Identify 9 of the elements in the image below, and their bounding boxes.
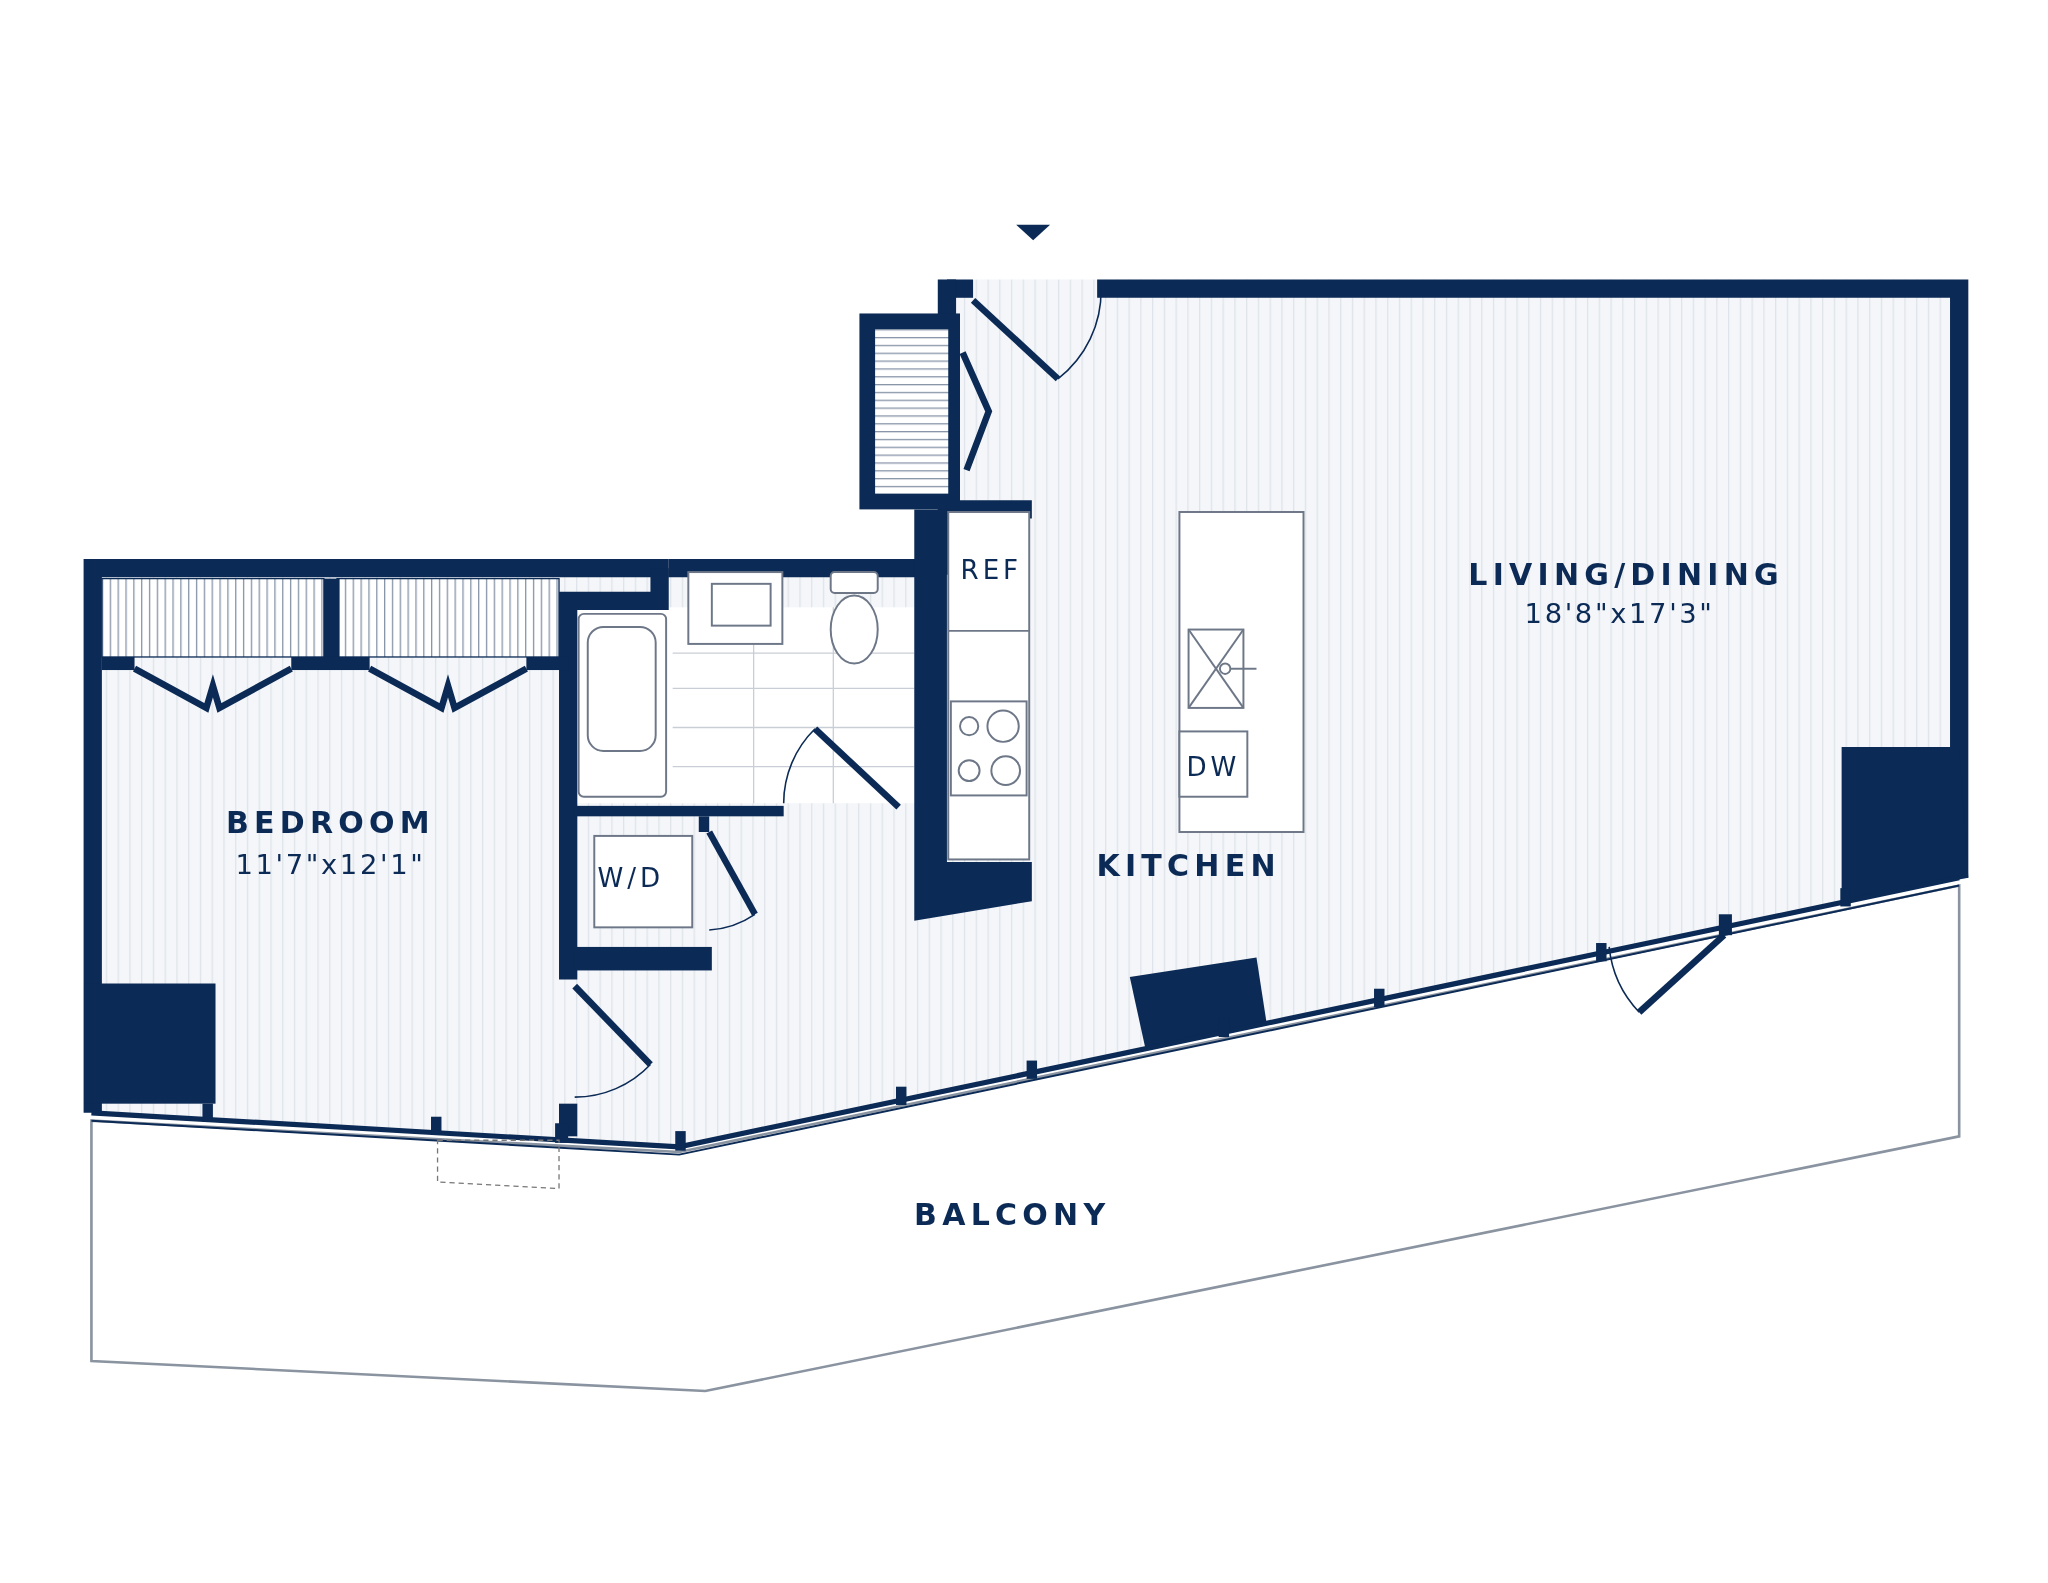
room-label: LIVING/DINING [1468, 557, 1784, 592]
room-label: KITCHEN [1096, 849, 1281, 883]
appliance-label: REF [960, 553, 1023, 586]
room-label: BEDROOM [225, 805, 435, 840]
appliance-label: DW [1186, 751, 1241, 783]
room-dimensions: 11'7"x12'1" [235, 849, 426, 881]
appliance-label: W/D [597, 862, 665, 894]
room-label: BALCONY [914, 1197, 1111, 1232]
room-dimensions: 18'8"x17'3" [1524, 598, 1715, 630]
